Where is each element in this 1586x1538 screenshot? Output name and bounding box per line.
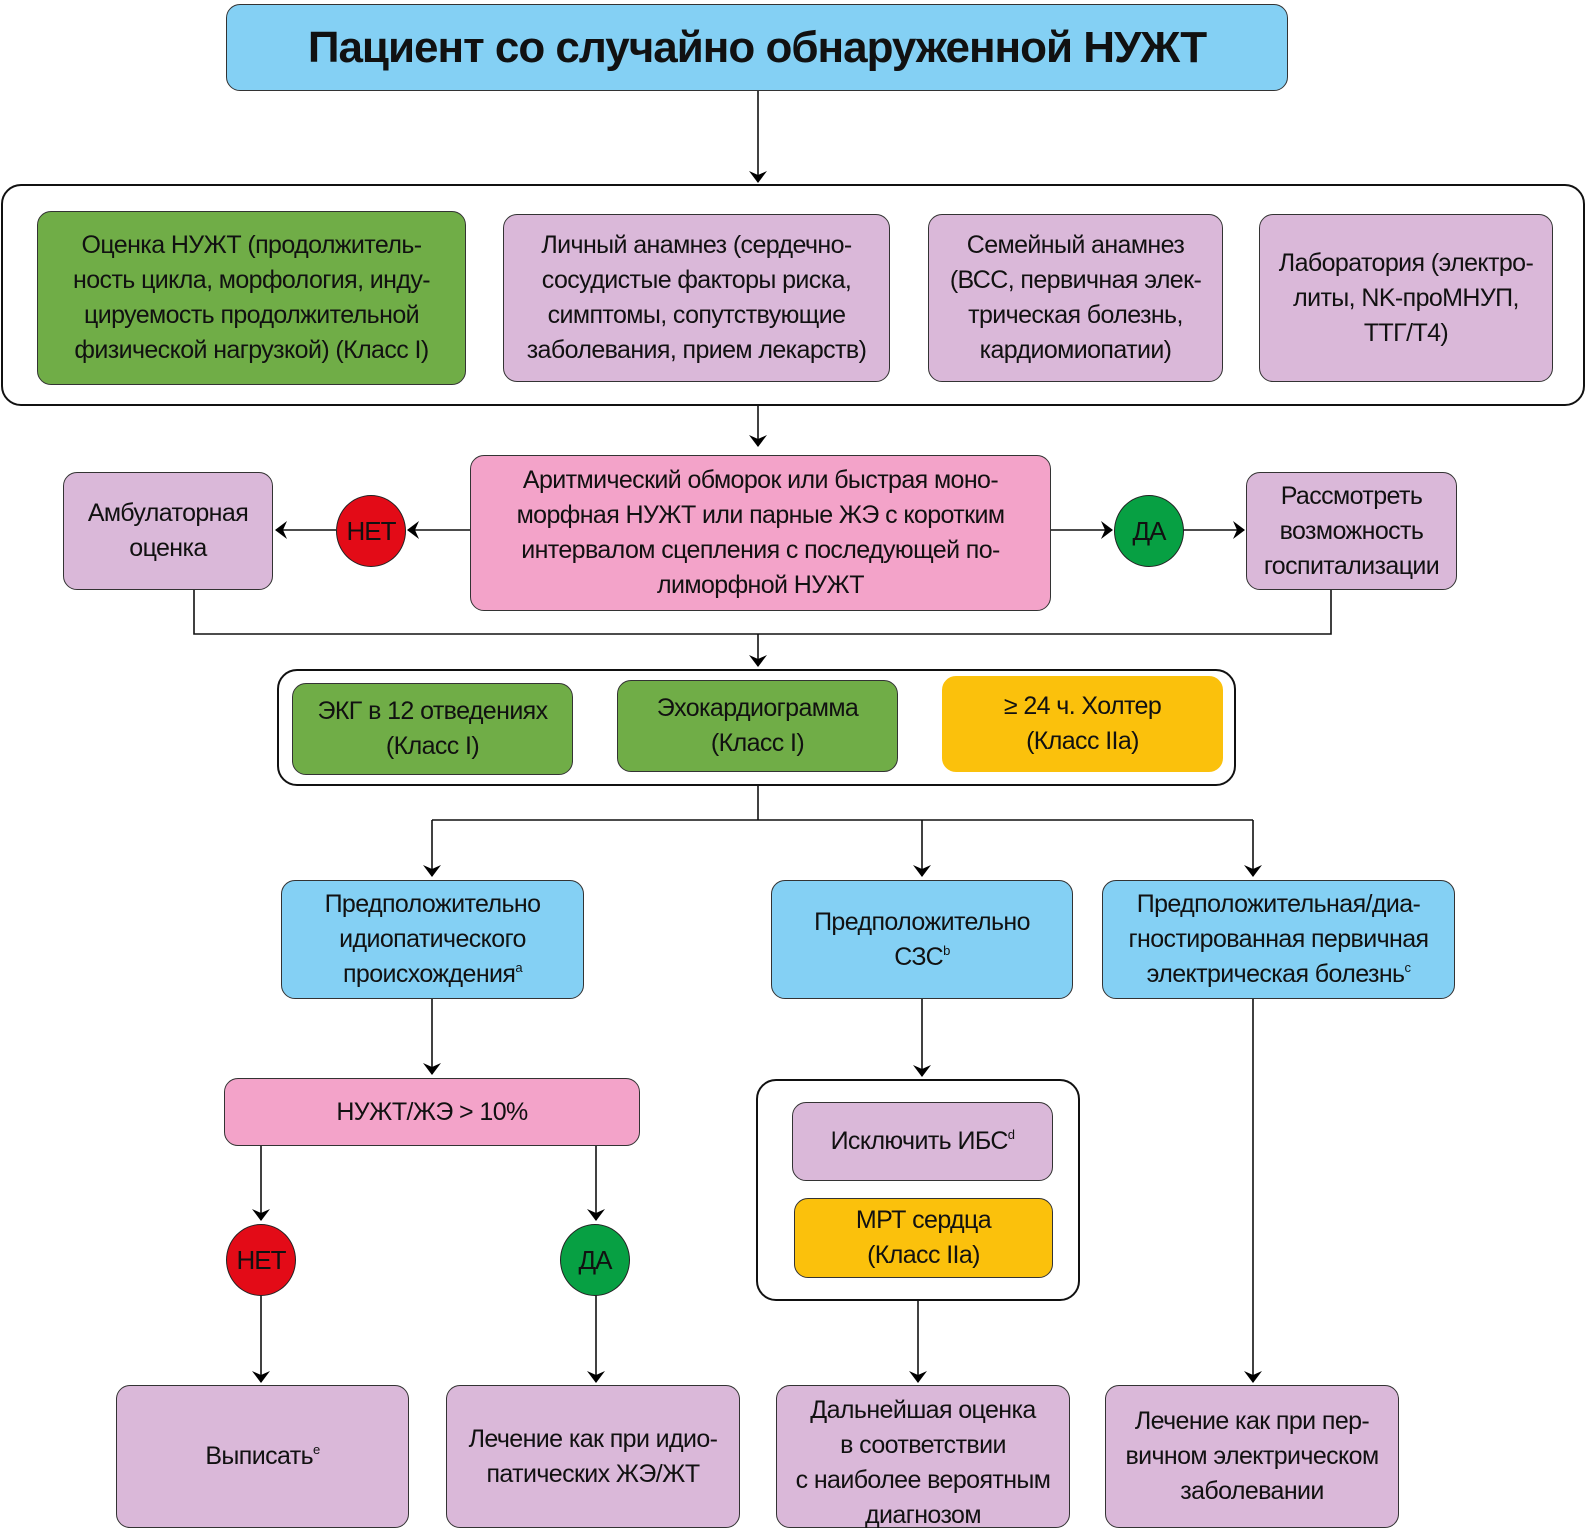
- no-badge: НЕТ: [336, 495, 406, 567]
- line: Аритмический обморок или быстрая моно-: [522, 466, 999, 494]
- line: гностированная первичная: [1128, 925, 1430, 953]
- line: Предположительная/диа-: [1136, 890, 1421, 918]
- line: вичном электрическом: [1125, 1442, 1379, 1470]
- footnote-a: a: [515, 960, 522, 975]
- line: СЗСb: [814, 940, 1030, 975]
- outcome-further-evaluation: Дальнейшая оценка в соответствии с наибо…: [776, 1385, 1070, 1529]
- line: Эхокардиограмма: [656, 694, 859, 722]
- yes-label: ДА: [578, 1244, 613, 1275]
- assessment-laboratory: Лаборатория (электро- литы, NK-проМНУП, …: [1259, 214, 1553, 382]
- line: (Класс IIa): [1026, 727, 1139, 755]
- line: Личный анамнез (сердечно-: [541, 231, 852, 259]
- line: Оценка НУЖТ (продолжитель-: [81, 231, 423, 259]
- line-text: Выписать: [205, 1442, 314, 1470]
- line: Лаборатория (электро-: [1278, 248, 1534, 277]
- line-text: Исключить ИБС: [830, 1127, 1009, 1155]
- line: с наиболее вероятным: [795, 1465, 1051, 1494]
- footnote-b: b: [943, 942, 950, 958]
- yes-label: ДА: [1132, 515, 1167, 546]
- test-echo: Эхокардиограмма (Класс I): [617, 680, 898, 772]
- yes-badge: ДА: [1114, 495, 1184, 567]
- burden-label: НУЖТ/ЖЭ > 10%: [336, 1097, 528, 1126]
- outcome-primary-treatment: Лечение как при пер- вичном электрическо…: [1105, 1385, 1399, 1528]
- line: идиопатического: [339, 925, 526, 953]
- line: морфная НУЖТ или парные ЖЭ с коротким: [516, 501, 1005, 529]
- branch-idiopathic: Предположительно идиопатического происхо…: [281, 880, 584, 999]
- exclude-cad-label: Исключить ИБСd: [831, 1124, 1015, 1159]
- line: Лечение как при идио-: [468, 1424, 718, 1453]
- line: литы, NK-проМНУП,: [1293, 283, 1519, 312]
- discharge-label: Выписатьe: [205, 1439, 320, 1474]
- line: (Класс IIa): [867, 1241, 980, 1269]
- branch-primary-electrical: Предположительная/диа- гностированная пе…: [1102, 880, 1455, 999]
- title-box: Пациент со случайно обнаруженной НУЖТ: [226, 4, 1288, 91]
- line: ТТГ/Т4): [1363, 318, 1449, 347]
- ambulatory-evaluation: Амбулаторная оценка: [63, 472, 273, 590]
- outcome-idiopathic-treatment: Лечение как при идио- патических ЖЭ/ЖТ: [446, 1385, 740, 1528]
- cardiac-mri: МРТ сердца (Класс IIa): [794, 1198, 1053, 1278]
- no-label: НЕТ: [346, 515, 397, 546]
- line-text: происхождения: [342, 960, 516, 988]
- line: ЭКГ в 12 отведениях: [317, 697, 548, 725]
- footnote-e: e: [313, 1442, 320, 1457]
- assessment-family-history: Семейный анамнез (ВСС, первичная элек- т…: [928, 214, 1223, 382]
- line: происхожденияa: [325, 957, 541, 992]
- outcome-discharge: Выписатьe: [116, 1385, 409, 1528]
- line: заболевания, прием лекарств): [526, 336, 867, 364]
- line: сосудистые факторы риска,: [541, 266, 852, 294]
- line: Предположительно: [324, 890, 541, 918]
- line: ≥ 24 ч. Холтер: [1003, 692, 1162, 720]
- footnote-d: d: [1007, 1127, 1015, 1142]
- consider-hospitalization: Рассмотреть возможность госпитализации: [1246, 472, 1457, 590]
- line: патических ЖЭ/ЖТ: [486, 1459, 700, 1488]
- line: Амбулаторная: [87, 499, 249, 527]
- exclude-cad: Исключить ИБСd: [792, 1102, 1053, 1181]
- line: госпитализации: [1263, 551, 1440, 580]
- test-holter: ≥ 24 ч. Холтер (Класс IIa): [942, 676, 1223, 772]
- decision-burden: НУЖТ/ЖЭ > 10%: [224, 1078, 640, 1146]
- decision-high-risk: Аритмический обморок или быстрая моно- м…: [470, 455, 1051, 611]
- line: цируемость продолжительной: [84, 301, 420, 329]
- line: Рассмотреть: [1280, 481, 1423, 510]
- line: Предположительно: [814, 907, 1030, 936]
- yes-badge-burden: ДА: [560, 1224, 630, 1296]
- branch-shd: Предположительно СЗСb: [771, 880, 1073, 999]
- line: интервалом сцепления с последующей по-: [521, 536, 1000, 564]
- line: Семейный анамнез: [966, 231, 1185, 259]
- line: в соответствии: [840, 1430, 1006, 1459]
- footnote-c: c: [1404, 960, 1411, 975]
- line: (Класс I): [710, 729, 805, 757]
- line: симптомы, сопутствующие: [547, 301, 846, 329]
- line: (ВСС, первичная элек-: [949, 266, 1202, 294]
- line: оценка: [129, 534, 207, 562]
- assessment-vt-evaluation: Оценка НУЖТ (продолжитель- ность цикла, …: [37, 211, 466, 385]
- assessment-personal-history: Личный анамнез (сердечно- сосудистые фак…: [503, 214, 890, 382]
- merge-line: [193, 590, 1332, 635]
- line: заболевании: [1180, 1477, 1324, 1505]
- line: физической нагрузкой) (Класс I): [74, 336, 429, 364]
- line: МРТ сердца: [855, 1206, 992, 1234]
- no-label: НЕТ: [236, 1244, 287, 1275]
- line: возможность: [1279, 516, 1424, 545]
- line: Дальнейшая оценка: [810, 1395, 1036, 1424]
- line: электрическая болезньc: [1129, 957, 1429, 992]
- no-badge-burden: НЕТ: [226, 1224, 296, 1296]
- line: трическая болезнь,: [968, 301, 1183, 329]
- line: (Класс I): [385, 732, 480, 760]
- line-text: электрическая болезнь: [1146, 960, 1405, 988]
- title-text: Пациент со случайно обнаруженной НУЖТ: [307, 22, 1207, 72]
- line-text: СЗС: [894, 942, 944, 971]
- line: ность цикла, морфология, инду-: [73, 266, 431, 294]
- line: кардиомиопатии): [979, 336, 1172, 364]
- test-ecg: ЭКГ в 12 отведениях (Класс I): [292, 683, 573, 775]
- line: Лечение как при пер-: [1134, 1407, 1370, 1435]
- line: диагнозом: [865, 1500, 981, 1529]
- line: лиморфной НУЖТ: [657, 571, 865, 599]
